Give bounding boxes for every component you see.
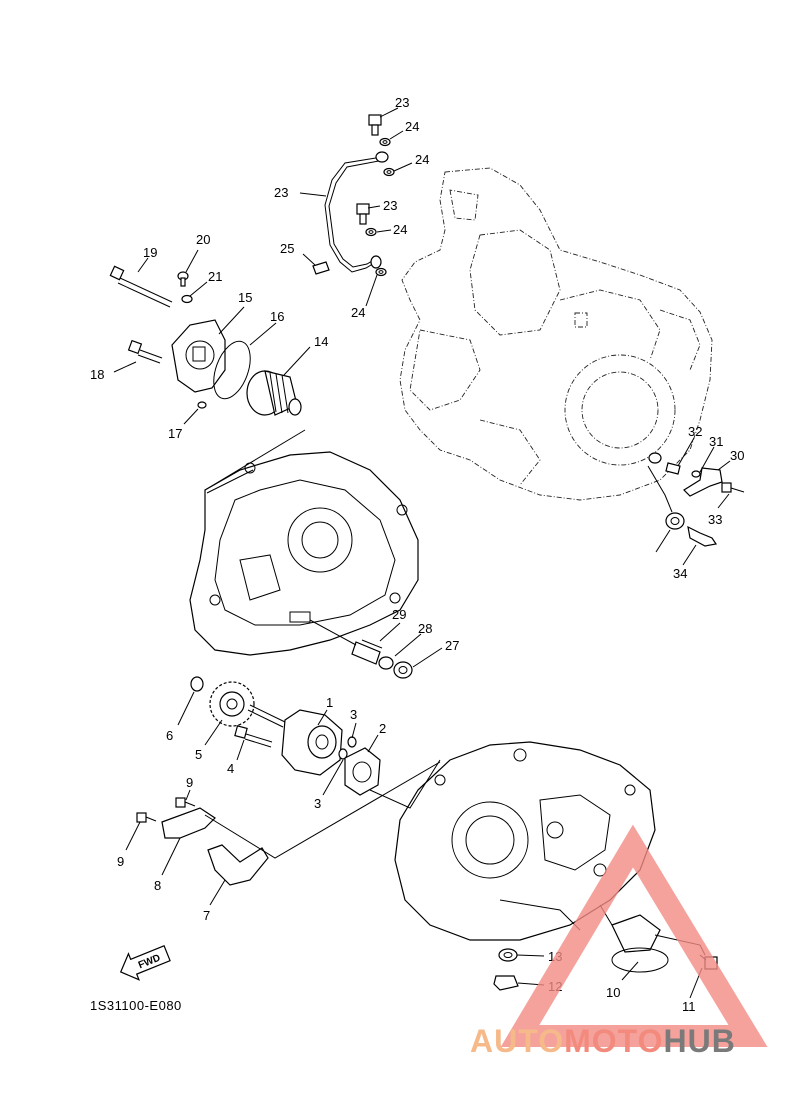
oil-filter-element-14 <box>246 370 302 416</box>
engine-assembly <box>399 167 713 501</box>
callout-7: 7 <box>203 908 210 923</box>
watermark-text: AUTOMOTOHUB <box>470 1023 736 1059</box>
plate-8 <box>161 807 216 839</box>
callout-27: 28 <box>418 621 432 636</box>
oil-delivery-pipe <box>324 151 389 273</box>
circlip-6 <box>190 676 204 692</box>
drain-plug-12 <box>493 975 519 991</box>
crankcase <box>394 741 656 941</box>
parts-29-34 <box>648 452 745 547</box>
callout-23-upper: 23 <box>395 95 409 110</box>
callout-32: 33 <box>708 512 722 527</box>
diagram-code: 1S31100-E080 <box>90 998 182 1013</box>
leader-lines <box>113 107 731 999</box>
spring-28 <box>351 639 383 665</box>
bolt-25 <box>312 261 330 275</box>
callout-30: 31 <box>709 434 723 449</box>
callout-18: 18 <box>90 367 104 382</box>
oil-pump-assy-1 <box>281 709 343 776</box>
washer-21 <box>181 294 193 304</box>
callout-22: 23 <box>274 185 288 200</box>
watermark-hub: HUB <box>663 1023 735 1059</box>
callout-4: 4 <box>227 761 234 776</box>
callout-9-upper: 9 <box>186 775 193 790</box>
callout-3-upper: 3 <box>350 707 357 722</box>
callout-10: 10 <box>606 985 620 1000</box>
o-ring-16 <box>213 340 251 400</box>
oil-pump-shaft <box>247 704 286 728</box>
callout-6: 6 <box>166 728 173 743</box>
callout-26: 27 <box>445 638 459 653</box>
watermark: AUTOMOTOHUB <box>470 824 768 1059</box>
callout-20: 20 <box>196 232 210 247</box>
watermark-triangle-logo <box>500 824 768 1047</box>
callout-5: 5 <box>195 747 202 762</box>
screw-20 <box>177 271 189 287</box>
bolt-18 <box>127 339 163 364</box>
callout-2: 2 <box>379 721 386 736</box>
gaskets <box>365 137 395 277</box>
plug-26 <box>393 661 413 679</box>
drive-gear-5 <box>209 681 255 727</box>
callout-11: 11 <box>682 999 696 1014</box>
callout-31: 32 <box>688 424 702 439</box>
callout-17: 17 <box>168 426 182 441</box>
callout-1: 1 <box>326 695 333 710</box>
callout-33: 34 <box>673 566 687 581</box>
o-ring-17 <box>197 401 207 409</box>
union-bolt-upper <box>368 114 382 136</box>
watermark-moto: MOTO <box>564 1023 663 1059</box>
callout-24-d: 24 <box>351 305 365 320</box>
callout-21: 21 <box>208 269 222 284</box>
callout-15: 15 <box>238 290 252 305</box>
callout-9-lower: 9 <box>117 854 124 869</box>
callout-3-lower: 3 <box>314 796 321 811</box>
union-bolt-lower <box>356 203 370 225</box>
callout-8: 8 <box>154 878 161 893</box>
oil-filter-cover <box>171 319 226 393</box>
callout-19: 19 <box>143 245 157 260</box>
screw-9 <box>136 797 196 823</box>
watermark-auto: AUTO <box>470 1023 564 1059</box>
ball-27 <box>378 656 394 670</box>
gasket-13 <box>498 948 518 962</box>
guide-7 <box>207 844 269 886</box>
callout-29: 30 <box>730 448 744 463</box>
callout-23-lower: 23 <box>383 198 397 213</box>
callout-16: 16 <box>270 309 284 324</box>
callout-28: 29 <box>392 607 406 622</box>
callout-24-c: 24 <box>393 222 407 237</box>
callout-24-b: 24 <box>415 152 429 167</box>
o-rings-3 <box>338 736 357 760</box>
fwd-arrow: FWD <box>119 945 171 981</box>
callout-24-a: 24 <box>405 119 419 134</box>
gasket-2 <box>344 747 381 796</box>
callout-25: 25 <box>280 241 294 256</box>
crankcase-cover <box>189 451 419 656</box>
callout-14: 14 <box>314 334 328 349</box>
long-bolt-19 <box>109 265 173 308</box>
bolt-4 <box>234 725 273 748</box>
